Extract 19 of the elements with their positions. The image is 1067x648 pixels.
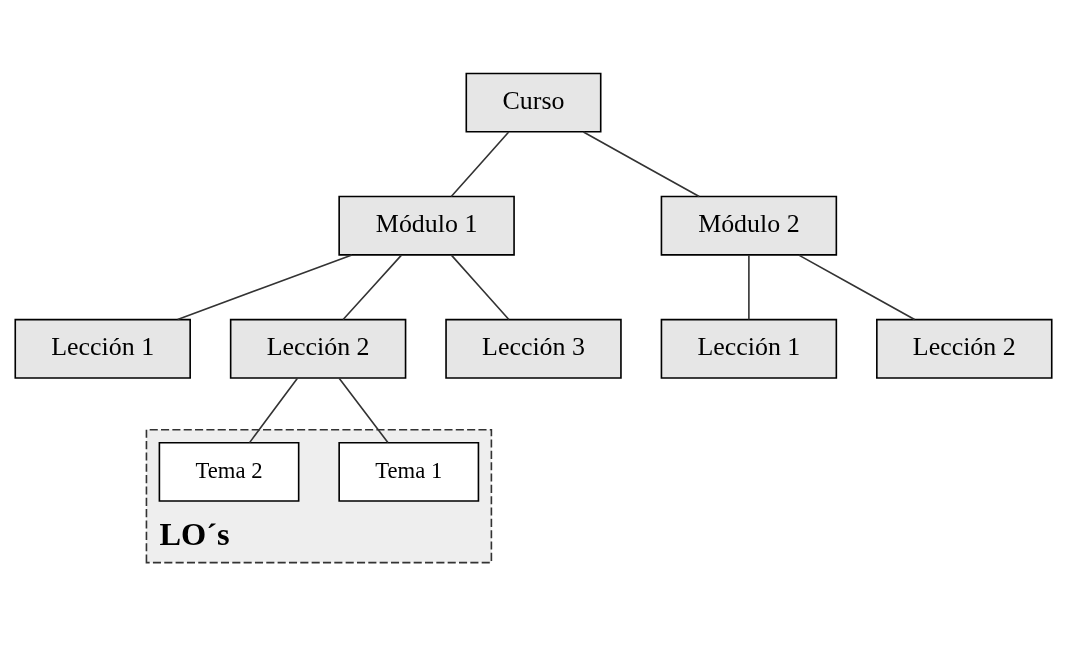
connector <box>176 253 353 320</box>
connector <box>338 376 389 443</box>
connector <box>748 253 750 320</box>
node-box: Tema 1 <box>338 441 480 502</box>
node-box: Módulo 1 <box>338 195 515 256</box>
node-box: Tema 2 <box>158 441 300 502</box>
node-box: Lección 2 <box>876 318 1053 379</box>
node-box: Lección 3 <box>445 318 622 379</box>
connector <box>450 130 510 197</box>
connector <box>450 253 510 320</box>
node-box: Lección 2 <box>229 318 407 379</box>
node-box: Lección 1 <box>14 318 191 379</box>
connector <box>248 376 299 443</box>
node-box: Módulo 2 <box>660 195 838 256</box>
connector <box>582 130 700 197</box>
connector <box>798 253 916 320</box>
node-box: Curso <box>465 72 602 133</box>
node-box: Lección 1 <box>660 318 838 379</box>
connector <box>342 253 403 320</box>
